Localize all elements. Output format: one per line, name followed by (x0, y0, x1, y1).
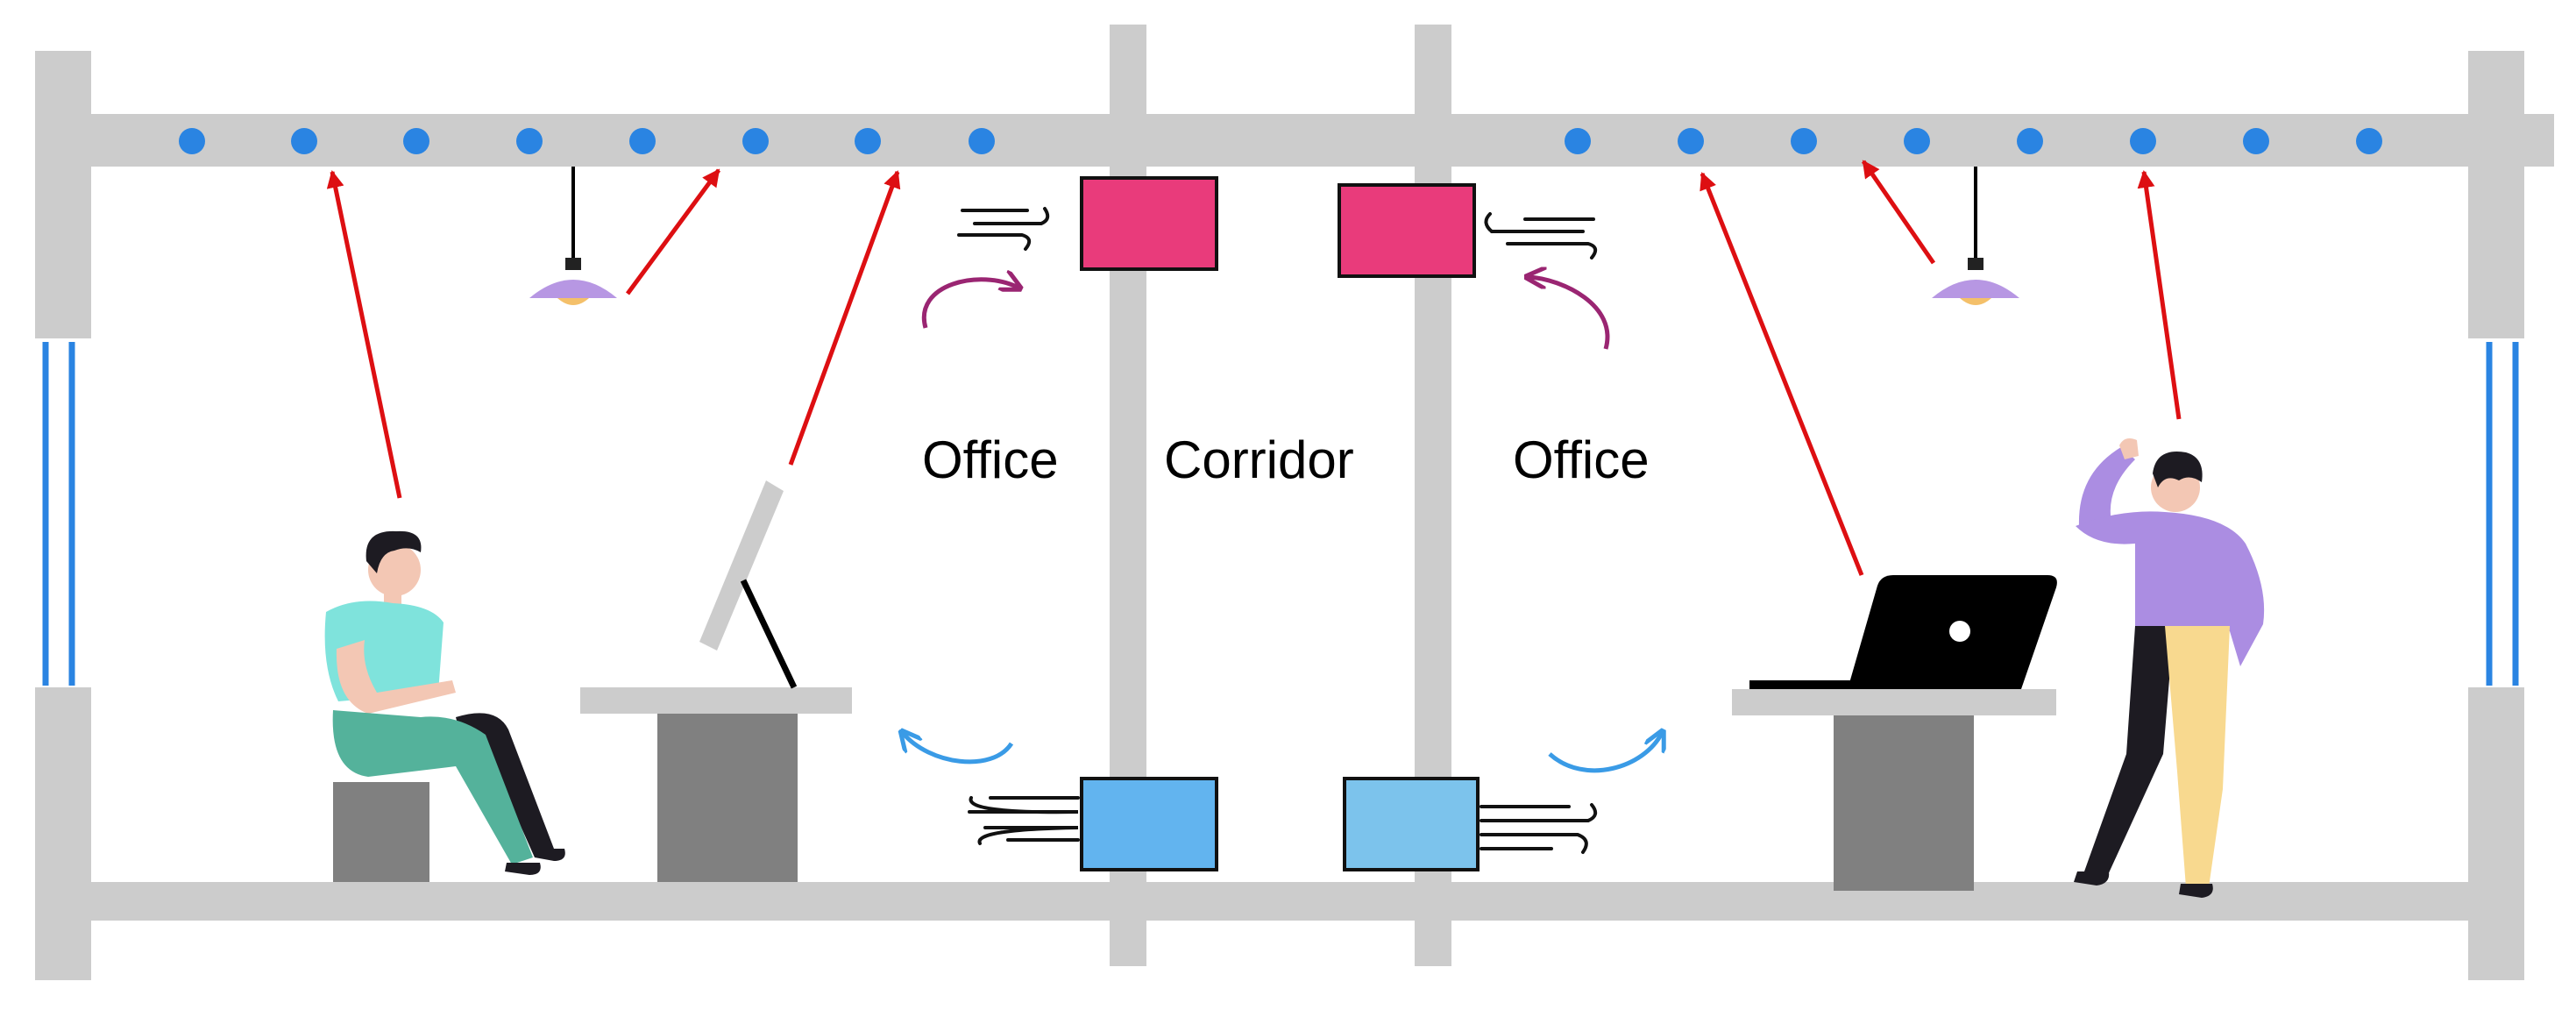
airflow-wind-icon (1484, 212, 1598, 260)
ray-arrow (326, 170, 402, 499)
label-office-right: Office (1513, 430, 1650, 489)
desk-pedestal-left (657, 714, 798, 882)
ceiling-sensor-icon (1791, 128, 1817, 154)
ray-arrow (788, 170, 901, 466)
left-outer-column-top (35, 51, 91, 338)
airflow-wind-icon (957, 207, 1050, 251)
airflow-wind-icon (1480, 803, 1598, 854)
desk-pedestal-right (1834, 715, 1974, 891)
return-diffuser-left (1080, 777, 1218, 871)
seated-person-icon (324, 530, 565, 875)
desk-top-left (580, 687, 852, 714)
ceiling-sensor-icon (403, 128, 429, 154)
supply-diffuser-right (1338, 183, 1476, 278)
ceiling-sensor-icon (629, 128, 656, 154)
pendant-lamp-icon (529, 167, 617, 305)
airflow-wind-icon (968, 796, 1080, 845)
label-office-left: Office (922, 430, 1059, 489)
heat-ray-arrows (326, 160, 2182, 576)
ceiling-sensors (179, 128, 2382, 154)
floor-slab (86, 882, 2470, 921)
supply-curl-arrow-left (921, 280, 1018, 329)
stool (333, 782, 429, 882)
ceiling-sensor-icon (2130, 128, 2156, 154)
ceiling-slab (86, 114, 2554, 167)
ceiling-sensor-icon (179, 128, 205, 154)
airflow-curl-arrow-right (1548, 733, 1662, 773)
left-outer-column-bottom (35, 687, 91, 980)
ceiling-sensor-icon (2356, 128, 2382, 154)
pendant-lamp-icon (1932, 167, 2019, 305)
ceiling-sensor-icon (516, 128, 543, 154)
ceiling-sensor-icon (1678, 128, 1704, 154)
right-outer-column-top (2468, 51, 2524, 338)
supply-diffuser-left (1080, 176, 1218, 271)
ray-arrow (2137, 170, 2182, 420)
ray-arrow (625, 168, 721, 295)
airflow-curl-arrow-left (903, 733, 1014, 765)
standing-person-icon (2074, 438, 2265, 898)
right-outer-column-bottom (2468, 687, 2524, 980)
ceiling-sensor-icon (1904, 128, 1930, 154)
ceiling-sensor-icon (1565, 128, 1591, 154)
label-corridor: Corridor (1164, 430, 1354, 489)
ray-arrow (1700, 172, 1864, 576)
ceiling-sensor-icon (742, 128, 769, 154)
supply-curl-arrow-right (1529, 277, 1610, 350)
desk-top-right (1732, 689, 2056, 715)
desktop-monitor-icon (699, 480, 798, 689)
ceiling-sensor-icon (855, 128, 881, 154)
ceiling-sensor-icon (2017, 128, 2043, 154)
ray-arrow (1861, 160, 1936, 265)
window-right (2486, 342, 2519, 686)
laptop-icon (1749, 575, 2057, 689)
return-diffuser-right (1343, 777, 1480, 871)
window-left (42, 342, 75, 686)
ceiling-sensor-icon (2243, 128, 2269, 154)
ceiling-sensor-icon (291, 128, 317, 154)
ceiling-sensor-icon (969, 128, 995, 154)
